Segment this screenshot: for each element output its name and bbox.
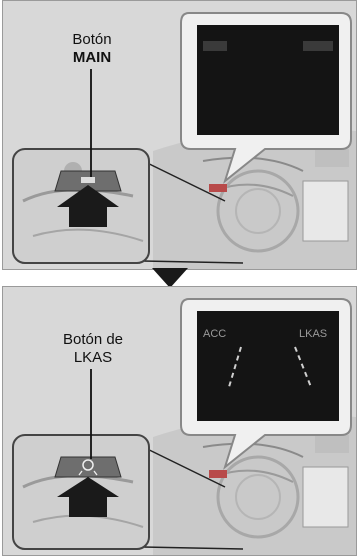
instrument-indicator xyxy=(209,470,227,478)
down-arrow-icon xyxy=(152,268,188,288)
main-button-illustration xyxy=(3,1,356,269)
label-line-2: MAIN xyxy=(73,49,111,66)
lkas-button-illustration: ACC LKAS xyxy=(3,287,356,555)
label-line-1: Botón de xyxy=(63,331,123,348)
main-button-panel: Botón MAIN xyxy=(2,0,357,270)
label-line-1: Botón xyxy=(72,31,111,48)
lkas-indicator-text: LKAS xyxy=(299,328,327,340)
acc-indicator-text: ACC xyxy=(203,328,226,340)
main-button-label: Botón MAIN xyxy=(61,31,123,67)
label-line-2: LKAS xyxy=(74,349,112,366)
acc-indicator-icon xyxy=(203,41,227,51)
instrument-indicator xyxy=(209,184,227,192)
lkas-button-label: Botón de LKAS xyxy=(53,331,133,367)
lkas-indicator-icon xyxy=(303,41,333,51)
lkas-button-panel: ACC LKAS Botón de LKAS xyxy=(2,286,357,556)
